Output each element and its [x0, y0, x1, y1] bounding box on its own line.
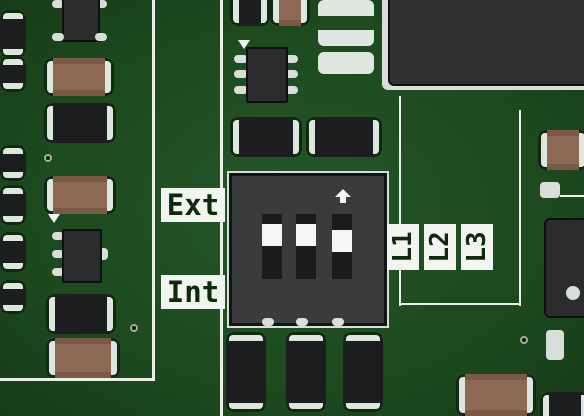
- resistor: [540, 392, 584, 416]
- label-ext: Ext: [161, 188, 225, 222]
- pad: [234, 55, 248, 63]
- resistor: [226, 332, 266, 412]
- pad: [95, 33, 107, 41]
- dip-slot-1: [262, 214, 282, 279]
- resistor: [0, 280, 26, 314]
- resistor: [0, 185, 26, 225]
- pad: [284, 55, 298, 63]
- resistor: [306, 117, 382, 157]
- dip-knob-2[interactable]: [296, 224, 316, 246]
- label-l1: L1: [387, 224, 419, 270]
- label-int: Int: [161, 275, 225, 309]
- resistor: [0, 56, 26, 92]
- pad: [540, 182, 560, 198]
- pad: [284, 86, 298, 94]
- pad: [95, 0, 107, 8]
- via: [44, 154, 52, 162]
- pad: [234, 70, 248, 78]
- resistor: [230, 0, 270, 26]
- pad: [546, 330, 564, 360]
- pad: [262, 318, 274, 326]
- pin1-marker: [48, 214, 60, 223]
- dip-slot-2: [296, 214, 316, 279]
- resistor: [0, 10, 26, 58]
- capacitor: [456, 374, 536, 416]
- transistor: [62, 0, 100, 42]
- via: [130, 324, 138, 332]
- pad: [52, 232, 64, 240]
- silk-outline-left: [152, 0, 155, 380]
- dip-knob-3[interactable]: [332, 230, 352, 252]
- resistor: [0, 232, 26, 272]
- capacitor: [44, 176, 116, 214]
- silk-outline-right-2: [399, 303, 519, 305]
- resistor: [286, 332, 326, 412]
- resistor: [230, 117, 302, 157]
- pad: [318, 52, 374, 74]
- pad: [52, 250, 64, 258]
- capacitor: [46, 338, 120, 378]
- ic-large: [388, 0, 584, 86]
- silk-outline-right-4: [560, 195, 584, 197]
- silk-outline-bottom: [0, 378, 155, 381]
- pin1-marker: [238, 40, 250, 49]
- pad: [296, 318, 308, 326]
- capacitor: [270, 0, 310, 26]
- dip-switch[interactable]: [229, 173, 387, 326]
- via: [520, 336, 528, 344]
- resistor: [46, 294, 116, 334]
- silk-outline-right-3: [519, 110, 521, 306]
- pad: [52, 268, 64, 276]
- pad: [332, 318, 344, 326]
- resistor: [44, 103, 116, 143]
- capacitor: [538, 130, 584, 170]
- up-arrow-icon: [335, 189, 351, 203]
- pad: [284, 70, 298, 78]
- dip-knob-1[interactable]: [262, 224, 282, 246]
- label-l3: L3: [461, 224, 493, 270]
- resistor: [0, 145, 26, 181]
- sot-chip: [246, 47, 288, 103]
- pad: [234, 86, 248, 94]
- label-l2: L2: [424, 224, 456, 270]
- inductor: [544, 218, 584, 318]
- dip-slot-3: [332, 214, 352, 279]
- pad-round: [566, 286, 580, 300]
- capacitor: [44, 58, 114, 96]
- transistor: [62, 229, 102, 283]
- pad: [52, 0, 64, 8]
- silk-outline-right-1: [399, 96, 401, 306]
- pad-gap: [318, 16, 374, 30]
- resistor: [343, 332, 383, 412]
- pad: [52, 33, 64, 41]
